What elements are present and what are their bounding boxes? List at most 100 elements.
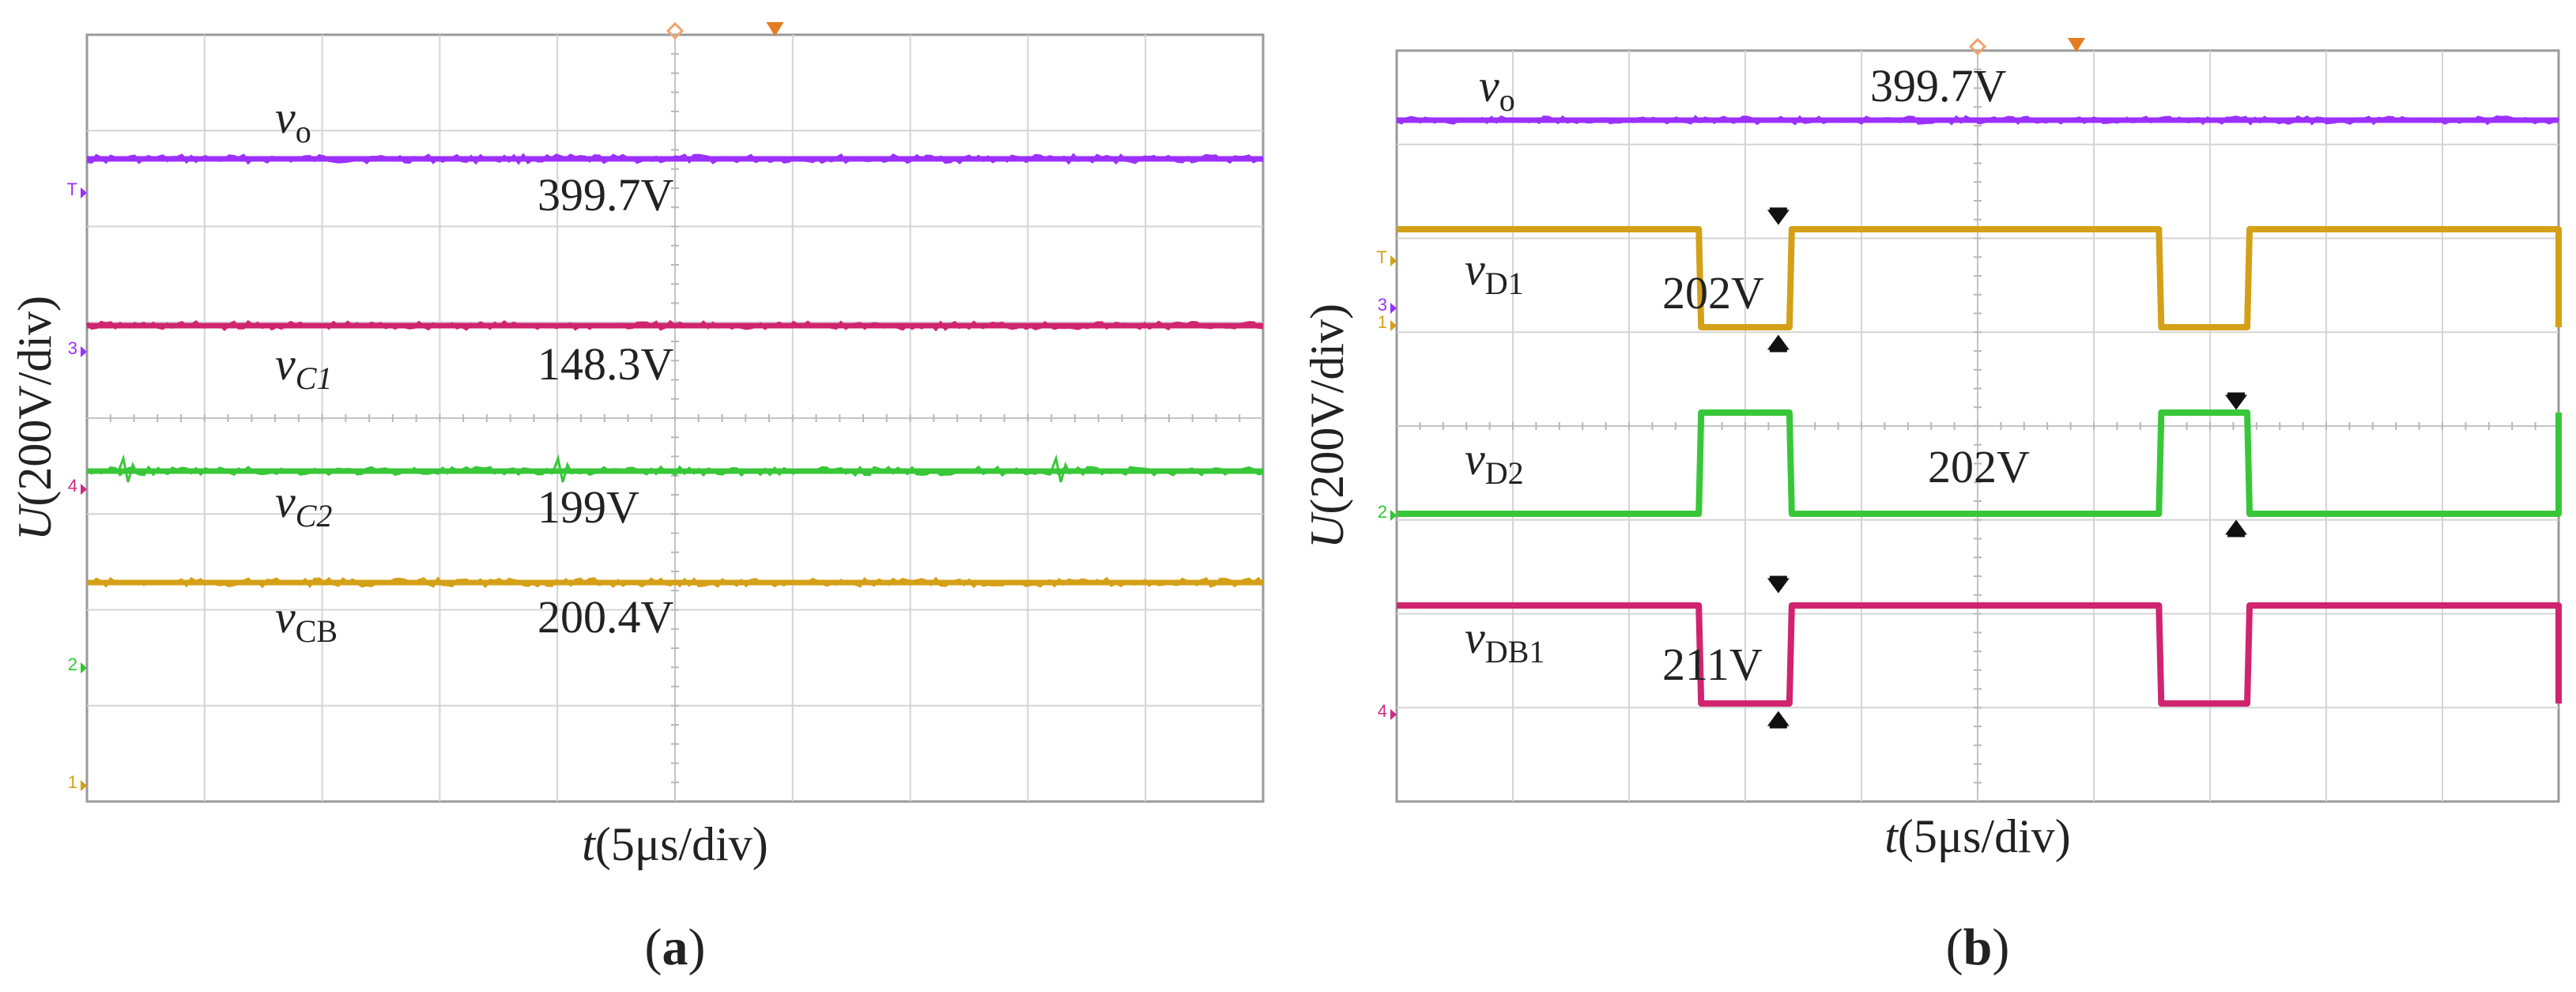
channel-marker-label: 2 [68,654,77,674]
cursor-arrow-up [1767,334,1790,353]
trigger-marker-hollow [666,21,685,40]
channel-marker-label: T [1377,247,1387,267]
x-axis-label-var: t [1884,810,1899,862]
trace-value-label: 202V [1928,441,2030,492]
channel-marker: T [1377,247,1397,267]
y-axis-label: U(200V/div) [1301,304,1353,549]
trace-name-var: v [275,338,296,390]
trace-name-var: v [1465,612,1485,663]
x-axis-label-unit: (5μs/div) [595,818,768,870]
trace-name-var: v [275,476,296,527]
y-axis-label-unit: (200V/div) [9,296,61,507]
panel-caption: (b) [1946,918,2010,976]
trace-value-label: 399.7V [537,169,674,221]
trace-value-label: 199V [537,481,639,533]
trace-value-label: 399.7V [1870,60,2007,111]
oscilloscope-chart-a: U(200V/div)t(5μs/div)(a)T3421vo399.7VvC1… [9,21,1265,976]
channel-marker: 1 [1378,312,1397,332]
channel-marker: 2 [1378,502,1397,522]
trace-name-var: v [275,591,296,643]
trace-name-sub: CB [296,613,338,649]
trigger-marker-filled [766,22,784,36]
caption-paren-close: ) [688,918,706,976]
channel-marker-arrow [81,346,87,357]
x-axis-label-unit: (5μs/div) [1898,810,2071,862]
trace-name-sub: D1 [1485,266,1524,301]
trace-name-label: vD2 [1465,433,1524,491]
channel-marker-label: 1 [68,772,77,792]
channel-marker-arrow [81,484,87,495]
channel-marker: 4 [68,476,87,496]
trace-name-label: vo [1479,60,1515,118]
trace-name-label: vD1 [1465,243,1524,301]
x-axis-label: t(5μs/div) [582,818,768,870]
channel-marker: 4 [1378,701,1397,721]
channel-marker-arrow [81,780,87,791]
y-axis-label-unit: (200V/div) [1301,304,1353,515]
trace-value-label: 202V [1662,267,1764,319]
channel-marker: T [67,179,87,199]
channel-marker-label: 4 [68,476,77,496]
trace-spike [1050,454,1072,483]
trace-name-sub: o [1499,82,1515,118]
channel-marker: 1 [68,772,87,792]
channel-marker-arrow [1390,303,1397,314]
channel-marker-arrow [1390,320,1397,331]
cursor-arrow-down [1767,575,1790,594]
cursor-arrow-up [1767,711,1790,729]
trace-name-sub: C1 [296,360,333,396]
trace-name-var: v [275,92,296,143]
trace-spike [117,454,139,483]
x-axis-label: t(5μs/div) [1884,810,2071,862]
trigger-marker-hollow [1968,37,1987,56]
channel-marker-label: 1 [1378,312,1387,332]
caption-paren-close: ) [1992,918,2009,976]
cursor-arrow-down [2225,392,2248,410]
trace-spike [552,454,574,483]
channel-marker-arrow [81,662,87,673]
channel-marker: 3 [1378,295,1397,315]
trace-name-label: vC2 [275,476,332,534]
trace-name-var: v [1465,433,1485,485]
caption-paren-open: ( [1946,918,1963,976]
y-axis-label-var: U [9,504,61,541]
channel-marker-arrow [81,187,87,198]
channel-marker: 2 [68,654,87,674]
trace-name-var: v [1465,243,1485,295]
trace-value-label: 148.3V [537,338,674,390]
trace-name-sub: o [296,114,311,149]
cursor-arrow-down [1767,207,1790,225]
trace-name-label: vCB [275,591,338,649]
trace-name-label: vDB1 [1465,612,1544,670]
channel-marker-label: 3 [68,338,77,358]
trigger-marker-filled [2067,38,2085,52]
trace-name-var: v [1479,60,1499,111]
x-axis-label-var: t [582,818,596,870]
square-wave-trace [1397,409,2562,517]
caption-letter: b [1963,918,1993,976]
panel-caption: (a) [645,918,706,976]
cursor-arrow-up [2225,519,2248,537]
trace-name-label: vC1 [275,338,332,396]
channel-marker-label: 2 [1378,502,1387,522]
channel-marker-label: T [67,179,77,199]
trace-name-sub: D2 [1485,455,1524,491]
trace-name-sub: DB1 [1485,634,1545,670]
trace-value-label: 211V [1662,639,1763,690]
channel-marker-arrow [1390,510,1397,521]
channel-marker-label: 4 [1378,701,1387,721]
channel-marker: 3 [68,338,87,358]
y-axis-label-var: U [1301,511,1353,549]
trace-value-label: 200.4V [537,591,674,643]
y-axis-label: U(200V/div) [9,296,61,541]
channel-marker-label: 3 [1378,295,1387,315]
channel-marker-arrow [1390,709,1397,720]
trace-name-label: vo [275,92,311,149]
caption-letter: a [662,918,688,976]
trace-name-sub: C2 [296,498,333,534]
square-wave-trace [1397,226,2562,330]
caption-paren-open: ( [645,918,662,976]
